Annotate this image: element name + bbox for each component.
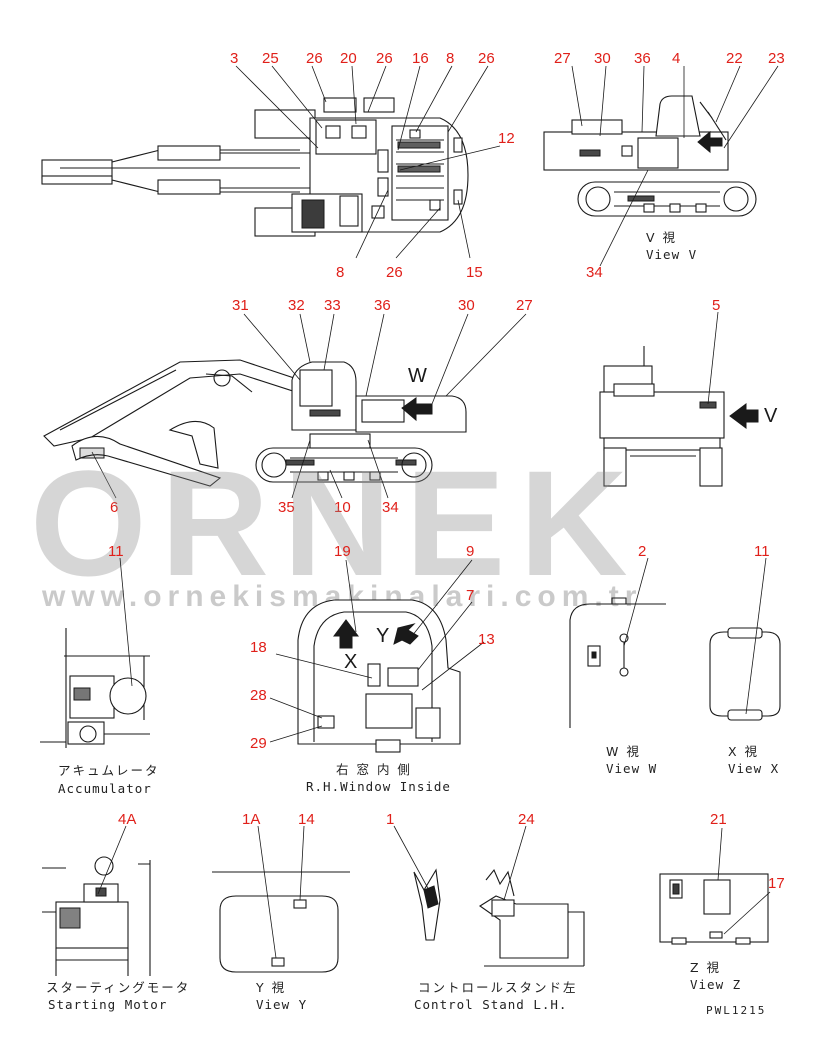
rh-window-caption-jp: 右 窓 内 側 (336, 762, 412, 777)
view-v-drawing (543, 65, 779, 267)
view-z-labels: 21 17 Z 視 View Z PWL1215 (690, 811, 785, 1017)
view-v-caption-jp: V 視 (646, 230, 677, 245)
callout-26: 26 (386, 264, 403, 281)
callout-15: 15 (466, 264, 483, 281)
callout-18: 18 (250, 639, 267, 656)
callout-26: 26 (306, 50, 323, 67)
view-w-caption-jp: W 視 (606, 744, 641, 759)
top-view-leaders (235, 65, 501, 259)
callout-14: 14 (298, 811, 315, 828)
callout-21: 21 (710, 811, 727, 828)
accumulator-caption-jp: アキュムレータ (58, 763, 160, 778)
starting-motor-caption-en: Starting Motor (48, 997, 167, 1012)
callout-28: 28 (250, 687, 267, 704)
callout-22: 22 (726, 50, 743, 67)
callout-9: 9 (466, 543, 474, 560)
callout-5: 5 (712, 297, 720, 314)
view-z-drawing (659, 827, 771, 945)
callout-7: 7 (466, 587, 474, 604)
callout-23: 23 (768, 50, 785, 67)
callout-8: 8 (336, 264, 344, 281)
view-y-marker: Y (376, 625, 389, 647)
view-v-marker: V (764, 405, 778, 427)
callout-30: 30 (458, 297, 475, 314)
view-w-drawing (569, 557, 666, 728)
watermark: ORNEK www.ornekismakinalari.com.tr (30, 439, 642, 613)
starting-motor-caption-jp: スターティングモータ (46, 980, 190, 995)
callout-30: 30 (594, 50, 611, 67)
view-x-labels: 11 X 視 View X (728, 543, 779, 776)
callout-8: 8 (446, 50, 454, 67)
starting-motor-labels: 4A スターティングモータ Starting Motor (46, 811, 190, 1012)
control-stand-labels: 1 24 コントロールスタンド左 Control Stand L.H. (386, 811, 578, 1012)
callout-10: 10 (334, 499, 351, 516)
view-z-caption-en: View Z (690, 977, 741, 992)
top-view-drawing (41, 97, 469, 237)
drawing-code: PWL1215 (706, 1004, 766, 1017)
watermark-brand: ORNEK (30, 439, 642, 607)
view-x-drawing (709, 557, 781, 721)
control-stand-drawing (393, 825, 585, 967)
callout-4A: 4A (118, 811, 136, 828)
callout-35: 35 (278, 499, 295, 516)
callout-36: 36 (634, 50, 651, 67)
callout-34: 34 (586, 264, 603, 281)
view-x-caption-en: View X (728, 761, 779, 776)
view-y-caption-en: View Y (256, 997, 307, 1012)
accumulator-caption-en: Accumulator (58, 781, 152, 796)
view-y-caption-jp: Y 視 (255, 980, 286, 995)
control-stand-caption-jp: コントロールスタンド左 (418, 980, 578, 995)
view-y-drawing (212, 825, 350, 973)
callout-34: 34 (382, 499, 399, 516)
callout-36: 36 (374, 297, 391, 314)
callout-16: 16 (412, 50, 429, 67)
callout-27: 27 (554, 50, 571, 67)
view-z-caption-jp: Z 視 (690, 960, 721, 975)
view-w-labels: 2 W 視 View W (606, 543, 657, 776)
callout-4: 4 (672, 50, 680, 67)
callout-1: 1 (386, 811, 394, 828)
accumulator-drawing (40, 557, 150, 748)
callout-19: 19 (334, 543, 351, 560)
callout-26: 26 (376, 50, 393, 67)
callout-25: 25 (262, 50, 279, 67)
rh-window-caption-en: R.H.Window Inside (306, 779, 451, 794)
view-v-callouts: 27 30 36 4 22 23 34 V 視 View V (554, 50, 785, 281)
control-stand-caption-en: Control Stand L.H. (414, 997, 567, 1012)
view-v-caption-en: View V (646, 247, 697, 262)
view-x-caption-jp: X 視 (728, 744, 759, 759)
callout-29: 29 (250, 735, 267, 752)
callout-20: 20 (340, 50, 357, 67)
starting-motor-drawing (42, 825, 151, 976)
view-w-marker: W (408, 365, 427, 387)
callout-32: 32 (288, 297, 305, 314)
callout-6: 6 (110, 499, 118, 516)
callout-11: 11 (108, 543, 124, 560)
callout-26: 26 (478, 50, 495, 67)
side-view-drawing (43, 313, 527, 499)
callout-33: 33 (324, 297, 341, 314)
callout-3: 3 (230, 50, 238, 67)
callout-12: 12 (498, 130, 515, 147)
view-w-caption-en: View W (606, 761, 657, 776)
view-x-marker: X (344, 651, 357, 673)
callout-1A: 1A (242, 811, 260, 828)
side-view-callouts: 31 32 33 36 30 27 6 35 10 34 W (110, 297, 533, 516)
callout-2: 2 (638, 543, 646, 560)
rh-window-labels: 19 9 7 18 13 28 29 右 窓 内 側 R.H.Window In… (250, 543, 495, 794)
callout-27: 27 (516, 297, 533, 314)
rear-view-drawing (599, 311, 759, 487)
callout-13: 13 (478, 631, 495, 648)
callout-17: 17 (768, 875, 785, 892)
callout-24: 24 (518, 811, 535, 828)
view-y-labels: 1A 14 Y 視 View Y (242, 811, 315, 1012)
accumulator-labels: 11 アキュムレータ Accumulator (58, 543, 160, 796)
top-view-callouts: 3 25 26 20 26 16 8 26 12 8 26 15 (230, 50, 515, 281)
callout-11: 11 (754, 543, 770, 560)
rh-window-drawing: X Y (269, 559, 485, 753)
callout-31: 31 (232, 297, 249, 314)
rear-view-callouts: 5 V (712, 297, 778, 427)
